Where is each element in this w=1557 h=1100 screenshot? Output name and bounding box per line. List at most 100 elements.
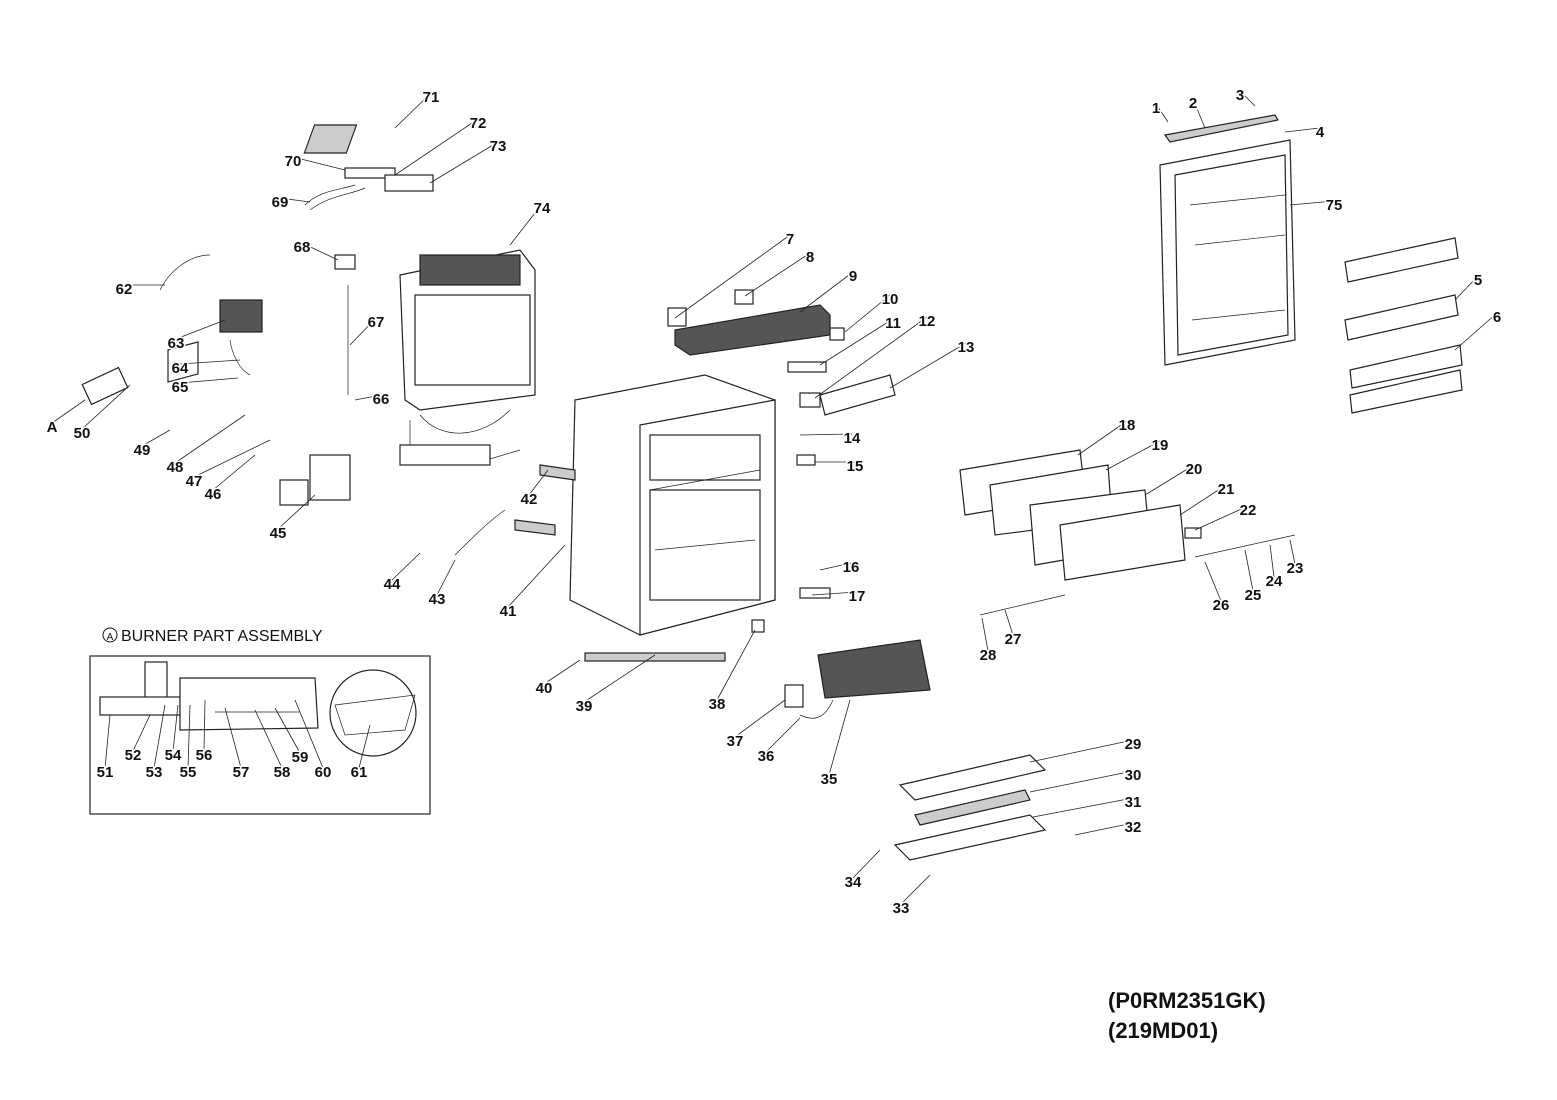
leader-c39 [583,654,656,703]
callout-c47: 47 [186,473,203,490]
callout-c39: 39 [576,698,593,715]
leader-c59 [274,707,301,754]
leader-c29 [1029,739,1134,763]
callout-c40: 40 [536,680,553,697]
callout-c44: 44 [384,576,401,593]
callout-c8: 8 [806,249,814,266]
callout-c28: 28 [980,647,997,664]
leader-c70 [292,156,346,171]
leader-c18 [1077,420,1128,456]
callout-c5: 5 [1474,272,1482,289]
leader-c43 [436,559,456,596]
leader-c71 [394,92,432,129]
callout-c22: 22 [1240,502,1257,519]
callout-c45: 45 [270,525,287,542]
leader-c25 [1244,549,1254,592]
leader-c9 [799,271,854,313]
callout-c46: 46 [205,486,222,503]
callout-cA: A [47,419,58,436]
callout-c74: 74 [534,200,551,217]
callout-c55: 55 [180,764,197,781]
callout-c15: 15 [847,458,864,475]
leader-c6 [1454,312,1498,351]
leader-c22 [1194,505,1249,531]
callout-c21: 21 [1218,481,1235,498]
leader-c35 [828,699,851,776]
leader-c64 [179,359,241,365]
burner-inset: A BURNER PART ASSEMBLY [89,627,431,815]
shelves [893,754,1047,861]
leader-c14 [799,433,853,436]
callout-c41: 41 [500,603,517,620]
leader-c32 [1074,822,1134,836]
callout-c52: 52 [125,747,142,764]
callout-c49: 49 [134,442,151,459]
cabinet [454,374,831,662]
leader-c65 [179,377,239,384]
callout-c50: 50 [74,425,91,442]
leader-c23 [1289,539,1296,565]
callout-c31: 31 [1125,794,1142,811]
leader-c68 [301,242,339,261]
drawing-code: (219MD01) [1108,1018,1219,1043]
leader-c19 [1105,440,1161,471]
leader-c13 [889,342,967,389]
callout-c56: 56 [196,747,213,764]
callout-c14: 14 [844,430,861,447]
leader-c72 [394,118,479,176]
leader-c21 [1179,484,1227,516]
leader-c31 [1032,797,1134,818]
leader-c40 [543,659,581,685]
callout-c36: 36 [758,748,775,765]
leader-c33 [900,874,931,905]
inset-marker: A [107,632,114,643]
callout-c34: 34 [845,874,862,891]
leader-c51 [104,714,111,769]
leader-c42 [528,469,549,496]
leader-c48 [174,414,246,464]
leader-c20 [1144,464,1195,496]
leader-c57 [224,707,242,769]
callout-c69: 69 [272,194,289,211]
leader-c63 [175,319,226,340]
leader-c30 [1029,770,1134,793]
callout-c42: 42 [521,491,538,508]
callout-c4: 4 [1316,124,1325,141]
callout-c33: 33 [893,900,910,917]
callout-c17: 17 [849,588,866,605]
model-code: (P0RM2351GK) [1108,988,1266,1013]
leader-c73 [429,141,499,184]
callout-c57: 57 [233,764,250,781]
leader-c75 [1289,200,1335,206]
leader-c61 [358,724,371,769]
leader-c49 [141,429,171,447]
callout-c11: 11 [885,315,901,332]
callout-c2: 2 [1189,95,1197,112]
leader-c44 [391,552,421,581]
leader-c3 [1239,90,1256,107]
callout-c19: 19 [1152,437,1169,454]
callout-c37: 37 [727,733,744,750]
leader-c34 [852,849,881,879]
leader-c11 [819,318,894,366]
callout-c63: 63 [168,335,185,352]
callout-c27: 27 [1005,631,1022,648]
leader-cA [51,399,86,424]
leader-c37 [734,699,786,738]
leader-c58 [254,709,283,769]
leader-c69 [279,197,311,203]
leader-c26 [1204,561,1222,602]
leader-c74 [509,203,543,246]
main-door [1159,114,1463,414]
callout-c58: 58 [274,764,291,781]
callout-c30: 30 [1125,767,1142,784]
callout-c13: 13 [958,339,975,356]
leader-c38 [716,629,756,701]
callout-c71: 71 [423,89,440,106]
leader-lines [51,90,1498,905]
callout-c7: 7 [786,231,794,248]
callout-c54: 54 [165,747,182,764]
callout-c64: 64 [172,360,189,377]
